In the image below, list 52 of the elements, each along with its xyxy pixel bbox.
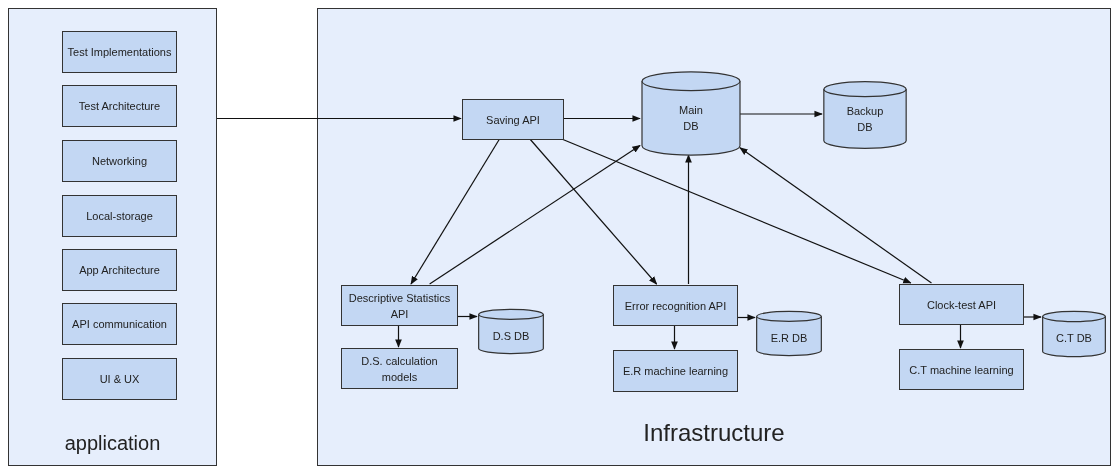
node-label: Error recognition API [623,298,728,314]
arrow [685,154,692,285]
node-label: C.T machine learning [908,362,1015,378]
node-label: E.R DB [769,330,809,346]
arrow [429,144,641,285]
node-label: Test Architecture [77,99,162,114]
process-box [899,284,1024,325]
node-label: D.S DB [491,328,531,344]
arrow [562,115,641,122]
node-label: Networking [91,154,148,169]
node-label: Clock-test API [925,297,998,313]
node-label: Local-storage [85,209,154,224]
node-label: Main DB [678,102,704,134]
process-box [62,140,177,182]
arrow [456,313,478,320]
node-label: App Architecture [78,263,161,278]
node-label: API communication [71,317,168,332]
group-panel [8,8,217,466]
process-box [62,358,177,400]
node-label: C.T DB [1055,331,1093,346]
arrow [561,138,912,284]
arrow [739,147,933,284]
process-box [62,31,177,73]
arrow [957,323,964,349]
process-box [613,350,738,392]
process-box [341,285,458,326]
arrow [395,324,402,348]
node-label: Backup DB [845,104,885,135]
node-label: Saving API [485,112,541,128]
process-box [462,99,564,140]
arrow [671,324,678,350]
arrow [1022,313,1042,321]
node-label: Descriptive Statistics API [347,290,452,322]
process-box [613,285,738,326]
process-box [899,349,1024,390]
node-label: UI & UX [98,372,141,387]
process-box [62,195,177,237]
arrow [739,110,823,118]
process-box [62,303,177,345]
arrow [410,138,501,285]
node-label: E.R machine learning [621,364,730,379]
process-box [62,249,177,291]
node-label: Test Implementations [66,45,173,60]
panel-title: Infrastructure [642,418,786,448]
arrow [736,314,756,321]
group-panel [317,8,1111,466]
process-box [341,348,458,389]
arrow [216,115,462,122]
process-box [62,85,177,127]
panel-title: application [63,431,162,456]
node-label: D.S. calculation models [360,353,439,385]
arrow [529,138,658,285]
